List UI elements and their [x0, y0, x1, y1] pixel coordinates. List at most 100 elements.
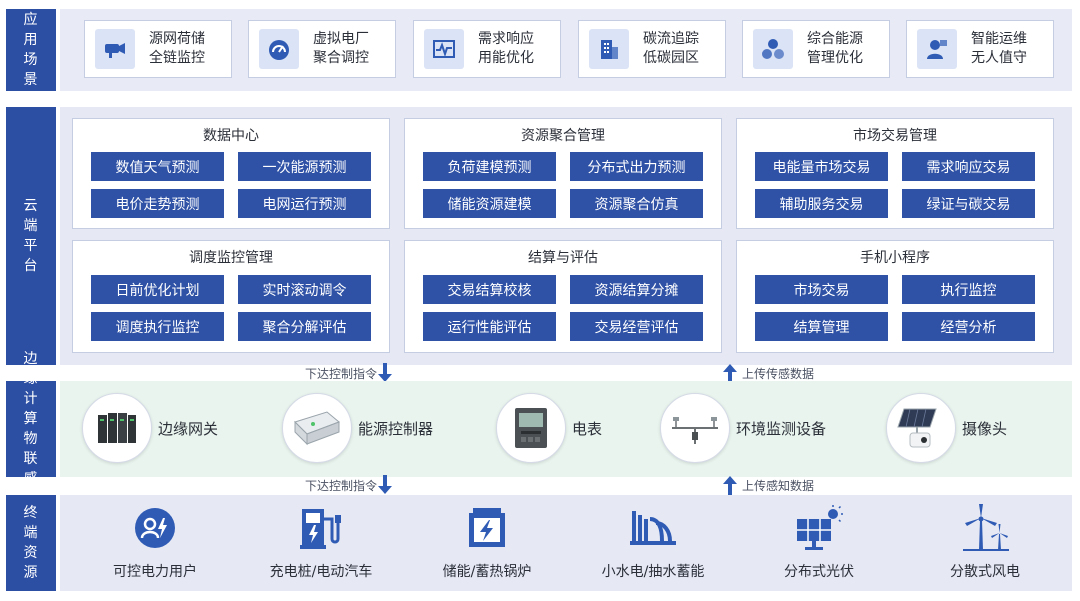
module-item[interactable]: 交易经营评估 — [570, 312, 703, 341]
module-market-trading: 市场交易管理 电能量市场交易 需求响应交易 辅助服务交易 绿证与碳交易 — [736, 118, 1054, 229]
app-card-line1: 源网荷储 — [149, 31, 205, 47]
app-card-demand-response[interactable]: 需求响应 用能优化 — [413, 20, 561, 78]
app-card-integrated-energy[interactable]: 综合能源 管理优化 — [742, 20, 890, 78]
device-electric-meter[interactable]: 电表 — [496, 389, 602, 467]
cloud-modules-area: 数据中心 数值天气预测 一次能源预测 电价走势预测 电网运行预测 资源聚合管理 … — [60, 107, 1072, 365]
battery-icon — [412, 503, 562, 553]
device-edge-gateway[interactable]: 边缘网关 — [82, 389, 218, 467]
terminal-resources-row: 终端资源 可控电力用户 充电桩/电动汽车 储能/蓄热锅炉 小水电/抽水蓄能 — [6, 495, 1072, 591]
terminal-storage-boiler[interactable]: 储能/蓄热锅炉 — [412, 503, 562, 585]
gauge-icon — [259, 29, 299, 69]
terminal-power-user[interactable]: 可控电力用户 — [80, 503, 230, 585]
building-icon — [589, 29, 629, 69]
module-item[interactable]: 交易结算校核 — [423, 275, 556, 304]
module-item[interactable]: 储能资源建模 — [423, 189, 556, 218]
app-card-line1: 虚拟电厂 — [313, 31, 369, 47]
user-monitor-icon — [917, 29, 957, 69]
module-title: 数据中心 — [203, 128, 259, 144]
module-item[interactable]: 日前优化计划 — [91, 275, 224, 304]
device-label: 电表 — [572, 419, 603, 438]
module-title: 资源聚合管理 — [521, 128, 605, 144]
module-item[interactable]: 电网运行预测 — [238, 189, 371, 218]
app-card-line2: 低碳园区 — [643, 50, 699, 66]
module-item[interactable]: 电能量市场交易 — [755, 152, 888, 181]
charging-pile-icon — [246, 503, 396, 553]
module-item[interactable]: 负荷建模预测 — [423, 152, 556, 181]
flow-label: 下达控制指令 — [305, 366, 378, 381]
module-item[interactable]: 结算管理 — [755, 312, 888, 341]
module-mini-program: 手机小程序 市场交易 执行监控 结算管理 经营分析 — [736, 240, 1054, 353]
device-energy-controller[interactable]: 能源控制器 — [282, 389, 433, 467]
edge-devices-area: 边缘网关 能源控制器 电表 环境监测设备 摄像头 — [60, 381, 1072, 477]
module-item[interactable]: 一次能源预测 — [238, 152, 371, 181]
terminal-hydro[interactable]: 小水电/抽水蓄能 — [578, 503, 728, 585]
module-item[interactable]: 数值天气预测 — [91, 152, 224, 181]
module-item[interactable]: 辅助服务交易 — [755, 189, 888, 218]
row-label-cloud: 云端平台 — [6, 107, 56, 365]
app-card-line1: 碳流追踪 — [643, 31, 699, 47]
app-card-carbon-tracking[interactable]: 碳流追踪 低碳园区 — [578, 20, 726, 78]
app-card-source-grid-monitor[interactable]: 源网荷储 全链监控 — [84, 20, 232, 78]
module-item[interactable]: 运行性能评估 — [423, 312, 556, 341]
terminal-wind-power[interactable]: 分散式风电 — [910, 503, 1060, 585]
device-label: 边缘网关 — [158, 419, 219, 438]
app-card-line1: 综合能源 — [807, 31, 863, 47]
module-dispatch-monitoring: 调度监控管理 日前优化计划 实时滚动调令 调度执行监控 聚合分解评估 — [72, 240, 390, 353]
application-scenarios-row: 应用场景 源网荷储 全链监控 虚拟电厂 聚合调控 — [6, 9, 1072, 91]
module-item[interactable]: 聚合分解评估 — [238, 312, 371, 341]
terminal-solar-pv[interactable]: 分布式光伏 — [744, 503, 894, 585]
device-environment-monitor[interactable]: 环境监测设备 — [660, 389, 826, 467]
hydro-icon — [578, 503, 728, 553]
module-item[interactable]: 资源结算分摊 — [570, 275, 703, 304]
module-resource-aggregation: 资源聚合管理 负荷建模预测 分布式出力预测 储能资源建模 资源聚合仿真 — [404, 118, 722, 229]
arrow-up-icon — [723, 364, 737, 383]
app-card-line1: 智能运维 — [971, 31, 1027, 47]
terminal-label: 分散式风电 — [950, 564, 1020, 580]
terminal-label: 充电桩/电动汽车 — [269, 564, 373, 580]
module-item[interactable]: 绿证与碳交易 — [902, 189, 1035, 218]
terminal-charging-pile[interactable]: 充电桩/电动汽车 — [246, 503, 396, 585]
device-camera[interactable]: 摄像头 — [886, 389, 1007, 467]
module-item[interactable]: 执行监控 — [902, 275, 1035, 304]
module-title: 结算与评估 — [528, 250, 598, 266]
wind-turbine-icon — [910, 503, 1060, 553]
module-item[interactable]: 资源聚合仿真 — [570, 189, 703, 218]
weather-station-icon — [660, 393, 730, 463]
module-item[interactable]: 实时滚动调令 — [238, 275, 371, 304]
module-item[interactable]: 电价走势预测 — [91, 189, 224, 218]
terminal-label: 可控电力用户 — [113, 564, 197, 580]
pulse-chart-icon — [424, 29, 464, 69]
device-label: 环境监测设备 — [736, 419, 827, 438]
camera-monitor-icon — [95, 29, 135, 69]
module-item[interactable]: 调度执行监控 — [91, 312, 224, 341]
flow-up-sensor: 上传传感数据 — [722, 363, 814, 383]
app-card-line2: 无人值守 — [971, 50, 1027, 66]
module-item[interactable]: 经营分析 — [902, 312, 1035, 341]
solar-panel-icon — [744, 503, 894, 553]
solar-camera-icon — [886, 393, 956, 463]
flow-label: 上传感知数据 — [742, 478, 815, 493]
module-data-center: 数据中心 数值天气预测 一次能源预测 电价走势预测 电网运行预测 — [72, 118, 390, 229]
cluster-icon — [753, 29, 793, 69]
app-card-smart-operations[interactable]: 智能运维 无人值守 — [906, 20, 1054, 78]
module-item[interactable]: 分布式出力预测 — [570, 152, 703, 181]
flow-down-control: 下达控制指令 — [305, 363, 393, 383]
terminal-label: 小水电/抽水蓄能 — [601, 564, 705, 580]
module-item[interactable]: 需求响应交易 — [902, 152, 1035, 181]
flow-up-perception: 上传感知数据 — [722, 475, 814, 495]
module-title: 调度监控管理 — [189, 250, 273, 266]
module-item[interactable]: 市场交易 — [755, 275, 888, 304]
device-label: 能源控制器 — [358, 419, 434, 438]
app-card-line1: 需求响应 — [478, 31, 534, 47]
device-label: 摄像头 — [962, 419, 1008, 438]
edge-computing-row: 边缘计算物联感知 边缘网关 能源控制器 电表 环境监测设备 — [6, 351, 1072, 507]
gateway-icon — [82, 393, 152, 463]
application-cards-area: 源网荷储 全链监控 虚拟电厂 聚合调控 需求响应 用能优化 — [60, 9, 1072, 91]
flow-label: 下达控制指令 — [305, 478, 378, 493]
app-card-line2: 管理优化 — [807, 50, 863, 66]
module-title: 手机小程序 — [860, 250, 930, 266]
app-card-virtual-power-plant[interactable]: 虚拟电厂 聚合调控 — [248, 20, 396, 78]
app-card-line2: 聚合调控 — [313, 50, 369, 66]
energy-controller-icon — [282, 393, 352, 463]
cloud-platform-row: 云端平台 数据中心 数值天气预测 一次能源预测 电价走势预测 电网运行预测 资源… — [6, 107, 1072, 365]
